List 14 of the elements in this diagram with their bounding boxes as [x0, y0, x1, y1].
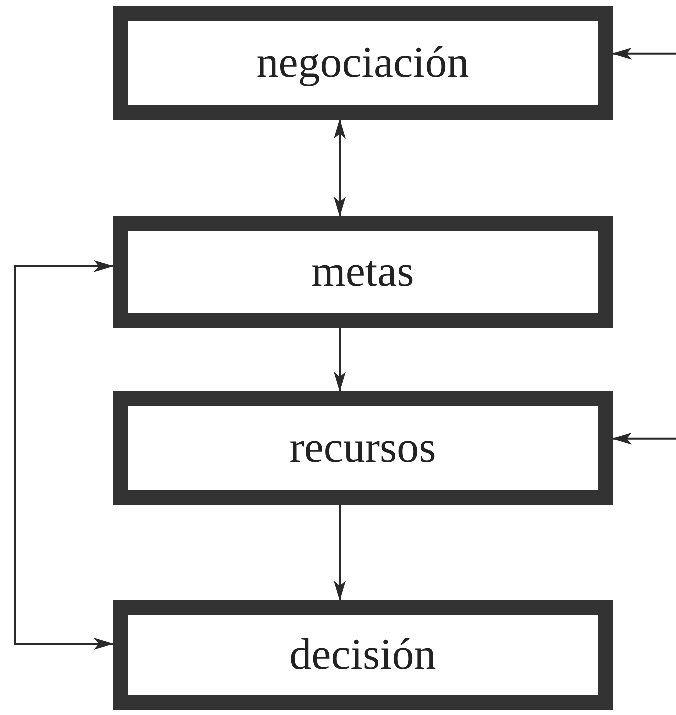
box-label: recursos [290, 426, 436, 470]
process-box [113, 391, 613, 505]
process-box [113, 216, 613, 328]
arrow [334, 328, 346, 392]
arrow [612, 432, 676, 445]
arrow [14, 260, 114, 650]
process-box [113, 600, 613, 710]
arrow [334, 505, 346, 601]
box-label: negociación [256, 41, 470, 85]
box-label: metas [312, 250, 414, 294]
arrow [334, 119, 346, 217]
arrow [612, 48, 676, 60]
process-box [113, 6, 613, 120]
box-label: decisión [290, 633, 436, 677]
